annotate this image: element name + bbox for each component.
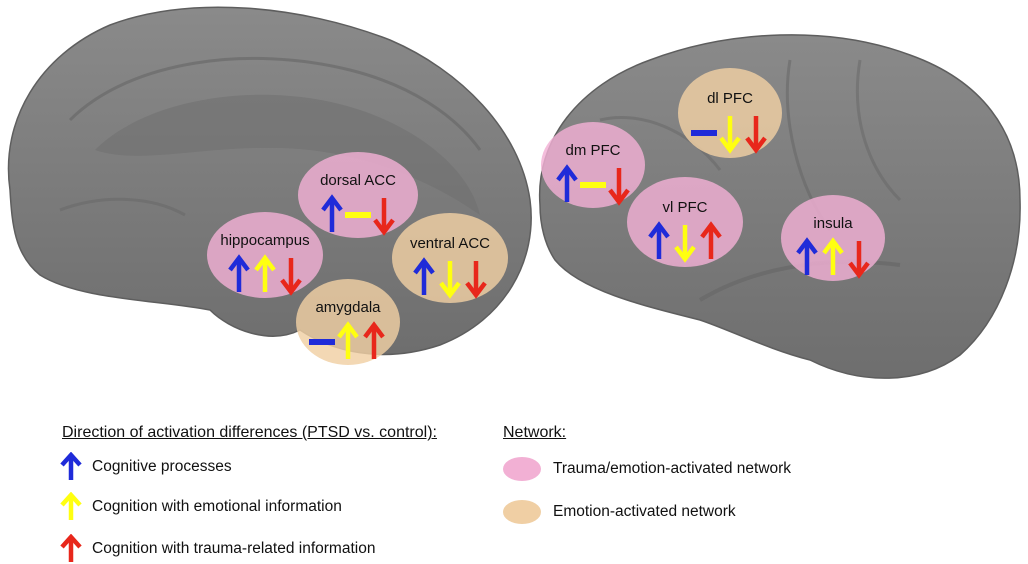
network-legend-item-emotion_network: Emotion-activated network xyxy=(503,497,736,527)
lateral-sulcus xyxy=(855,59,902,202)
region-amygdala-emotional-up-arrow-icon xyxy=(337,321,359,359)
region-vl-pfc-label: vl PFC xyxy=(663,199,708,216)
medial-sulcus xyxy=(68,57,482,151)
region-dorsal-acc-cognitive-up-arrow-icon xyxy=(321,194,343,232)
region-ventral-acc-trauma-down-arrow-icon xyxy=(465,261,487,299)
region-dl-pfc-label: dl PFC xyxy=(707,90,753,107)
direction-legend-item-cognitive: Cognitive processes xyxy=(60,452,232,482)
direction-legend-item-trauma: Cognition with trauma-related informatio… xyxy=(60,534,375,564)
region-insula-label: insula xyxy=(813,215,853,232)
regions-layer: dorsal ACC hippocampus ventral ACC amygdala… xyxy=(207,68,885,365)
region-dm-pfc-trauma-down-arrow-icon xyxy=(608,168,630,206)
region-insula-cognitive-up-arrow-icon xyxy=(796,237,818,275)
region-dorsal-acc-label: dorsal ACC xyxy=(320,172,396,189)
network-swatch xyxy=(503,500,541,524)
region-insula: insula xyxy=(781,195,885,281)
region-dorsal-acc-trauma-down-arrow-icon xyxy=(373,198,395,236)
region-ventral-acc-network-blob xyxy=(392,213,508,303)
direction-legend-label: Cognition with trauma-related informatio… xyxy=(92,540,376,557)
region-insula-trauma-down-arrow-icon xyxy=(848,241,870,279)
lateral-sulcus xyxy=(599,115,722,171)
region-dl-pfc-trauma-down-arrow-icon xyxy=(745,116,767,154)
lateral-brain-outline xyxy=(538,34,1021,379)
region-insula-emotional-up-arrow-icon xyxy=(822,237,844,275)
network-swatch xyxy=(503,457,541,481)
emotional-up-arrow-icon xyxy=(60,492,82,520)
medial-sulcus xyxy=(59,197,186,217)
region-vl-pfc-cognitive-up-arrow-icon xyxy=(648,221,670,259)
region-hippocampus-cognitive-up-arrow-icon xyxy=(228,254,250,292)
region-ventral-acc-label: ventral ACC xyxy=(410,235,490,252)
region-ventral-acc-cognitive-up-arrow-icon xyxy=(413,257,435,295)
region-dorsal-acc-network-blob xyxy=(298,152,418,238)
region-vl-pfc-network-blob xyxy=(627,177,743,267)
network-legend-label: Trauma/emotion-activated network xyxy=(553,460,792,477)
region-ventral-acc-emotional-down-arrow-icon xyxy=(439,261,461,299)
region-amygdala-label: amygdala xyxy=(315,299,381,316)
network-legend-title: Network: xyxy=(503,424,567,441)
region-dorsal-acc: dorsal ACC xyxy=(298,152,418,238)
direction-legend-item-emotional: Cognition with emotional information xyxy=(60,492,342,522)
region-dl-pfc-emotional-down-arrow-icon xyxy=(719,116,741,154)
region-dm-pfc: dm PFC xyxy=(541,122,645,208)
lateral-brain-view xyxy=(538,34,1021,379)
cognitive-up-arrow-icon xyxy=(60,452,82,480)
network-legend-label: Emotion-activated network xyxy=(553,503,736,520)
region-ventral-acc: ventral ACC xyxy=(392,213,508,303)
region-amygdala-trauma-up-arrow-icon xyxy=(363,321,385,359)
region-hippocampus-label: hippocampus xyxy=(220,232,309,249)
region-dl-pfc-cognitive-no-change-dash xyxy=(691,130,717,136)
region-hippocampus-trauma-down-arrow-icon xyxy=(280,258,302,296)
network-legend-item-trauma_emotion_network: Trauma/emotion-activated network xyxy=(503,454,791,484)
region-hippocampus-emotional-up-arrow-icon xyxy=(254,254,276,292)
trauma-up-arrow-icon xyxy=(60,534,82,562)
region-dm-pfc-emotional-no-change-dash xyxy=(580,182,606,188)
region-amygdala: amygdala xyxy=(296,279,400,365)
direction-legend-label: Cognitive processes xyxy=(92,458,232,475)
region-vl-pfc-trauma-up-arrow-icon xyxy=(700,221,722,259)
region-vl-pfc: vl PFC xyxy=(627,177,743,267)
corpus-callosum xyxy=(95,94,480,215)
region-hippocampus: hippocampus xyxy=(207,212,323,298)
brain-figure: dorsal ACC hippocampus ventral ACC amygdala… xyxy=(7,6,1021,379)
region-dm-pfc-network-blob xyxy=(541,122,645,208)
region-dorsal-acc-emotional-no-change-dash xyxy=(345,212,371,218)
region-vl-pfc-emotional-down-arrow-icon xyxy=(674,225,696,263)
region-dl-pfc: dl PFC xyxy=(678,68,782,158)
region-dm-pfc-label: dm PFC xyxy=(565,142,620,159)
region-amygdala-cognitive-no-change-dash xyxy=(309,339,335,345)
direction-legend-title: Direction of activation differences (PTS… xyxy=(62,424,437,441)
region-dm-pfc-cognitive-up-arrow-icon xyxy=(556,164,578,202)
direction-legend-label: Cognition with emotional information xyxy=(92,498,342,515)
